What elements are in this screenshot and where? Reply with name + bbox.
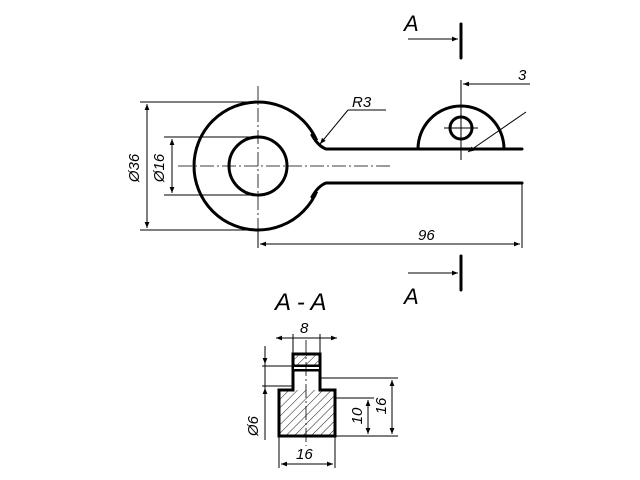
dim-cutoff: 3 — [518, 67, 527, 84]
arm-top-fillet — [310, 133, 524, 151]
upper-hatch-top — [293, 354, 320, 366]
dim-radius: R3 — [352, 94, 372, 111]
section-label-top: A — [402, 11, 419, 36]
arm-bottom-fillet — [310, 181, 524, 199]
radius-leader-arrow — [319, 109, 349, 145]
dim-base-width: 16 — [296, 446, 313, 463]
section-band-fill — [294, 367, 319, 369]
dim-base-height: 10 — [349, 407, 366, 424]
plan-view: Ø36 Ø16 R3 96 3 A A — [126, 11, 530, 309]
dim-hole-diameter: Ø6 — [245, 415, 262, 437]
dim-top-width: 8 — [300, 320, 309, 337]
boss-leader-line — [467, 111, 527, 153]
lower-hatch — [279, 390, 335, 436]
dim-inner-diameter: Ø16 — [151, 153, 168, 183]
dim-length: 96 — [418, 227, 435, 244]
section-view: A - A 8 16 Ø6 10 1 — [245, 289, 398, 468]
section-label-bottom: A — [402, 284, 419, 309]
dim-outer-diameter: Ø36 — [126, 153, 143, 183]
dim-total-height: 16 — [373, 397, 390, 414]
section-title: A - A — [273, 289, 327, 316]
